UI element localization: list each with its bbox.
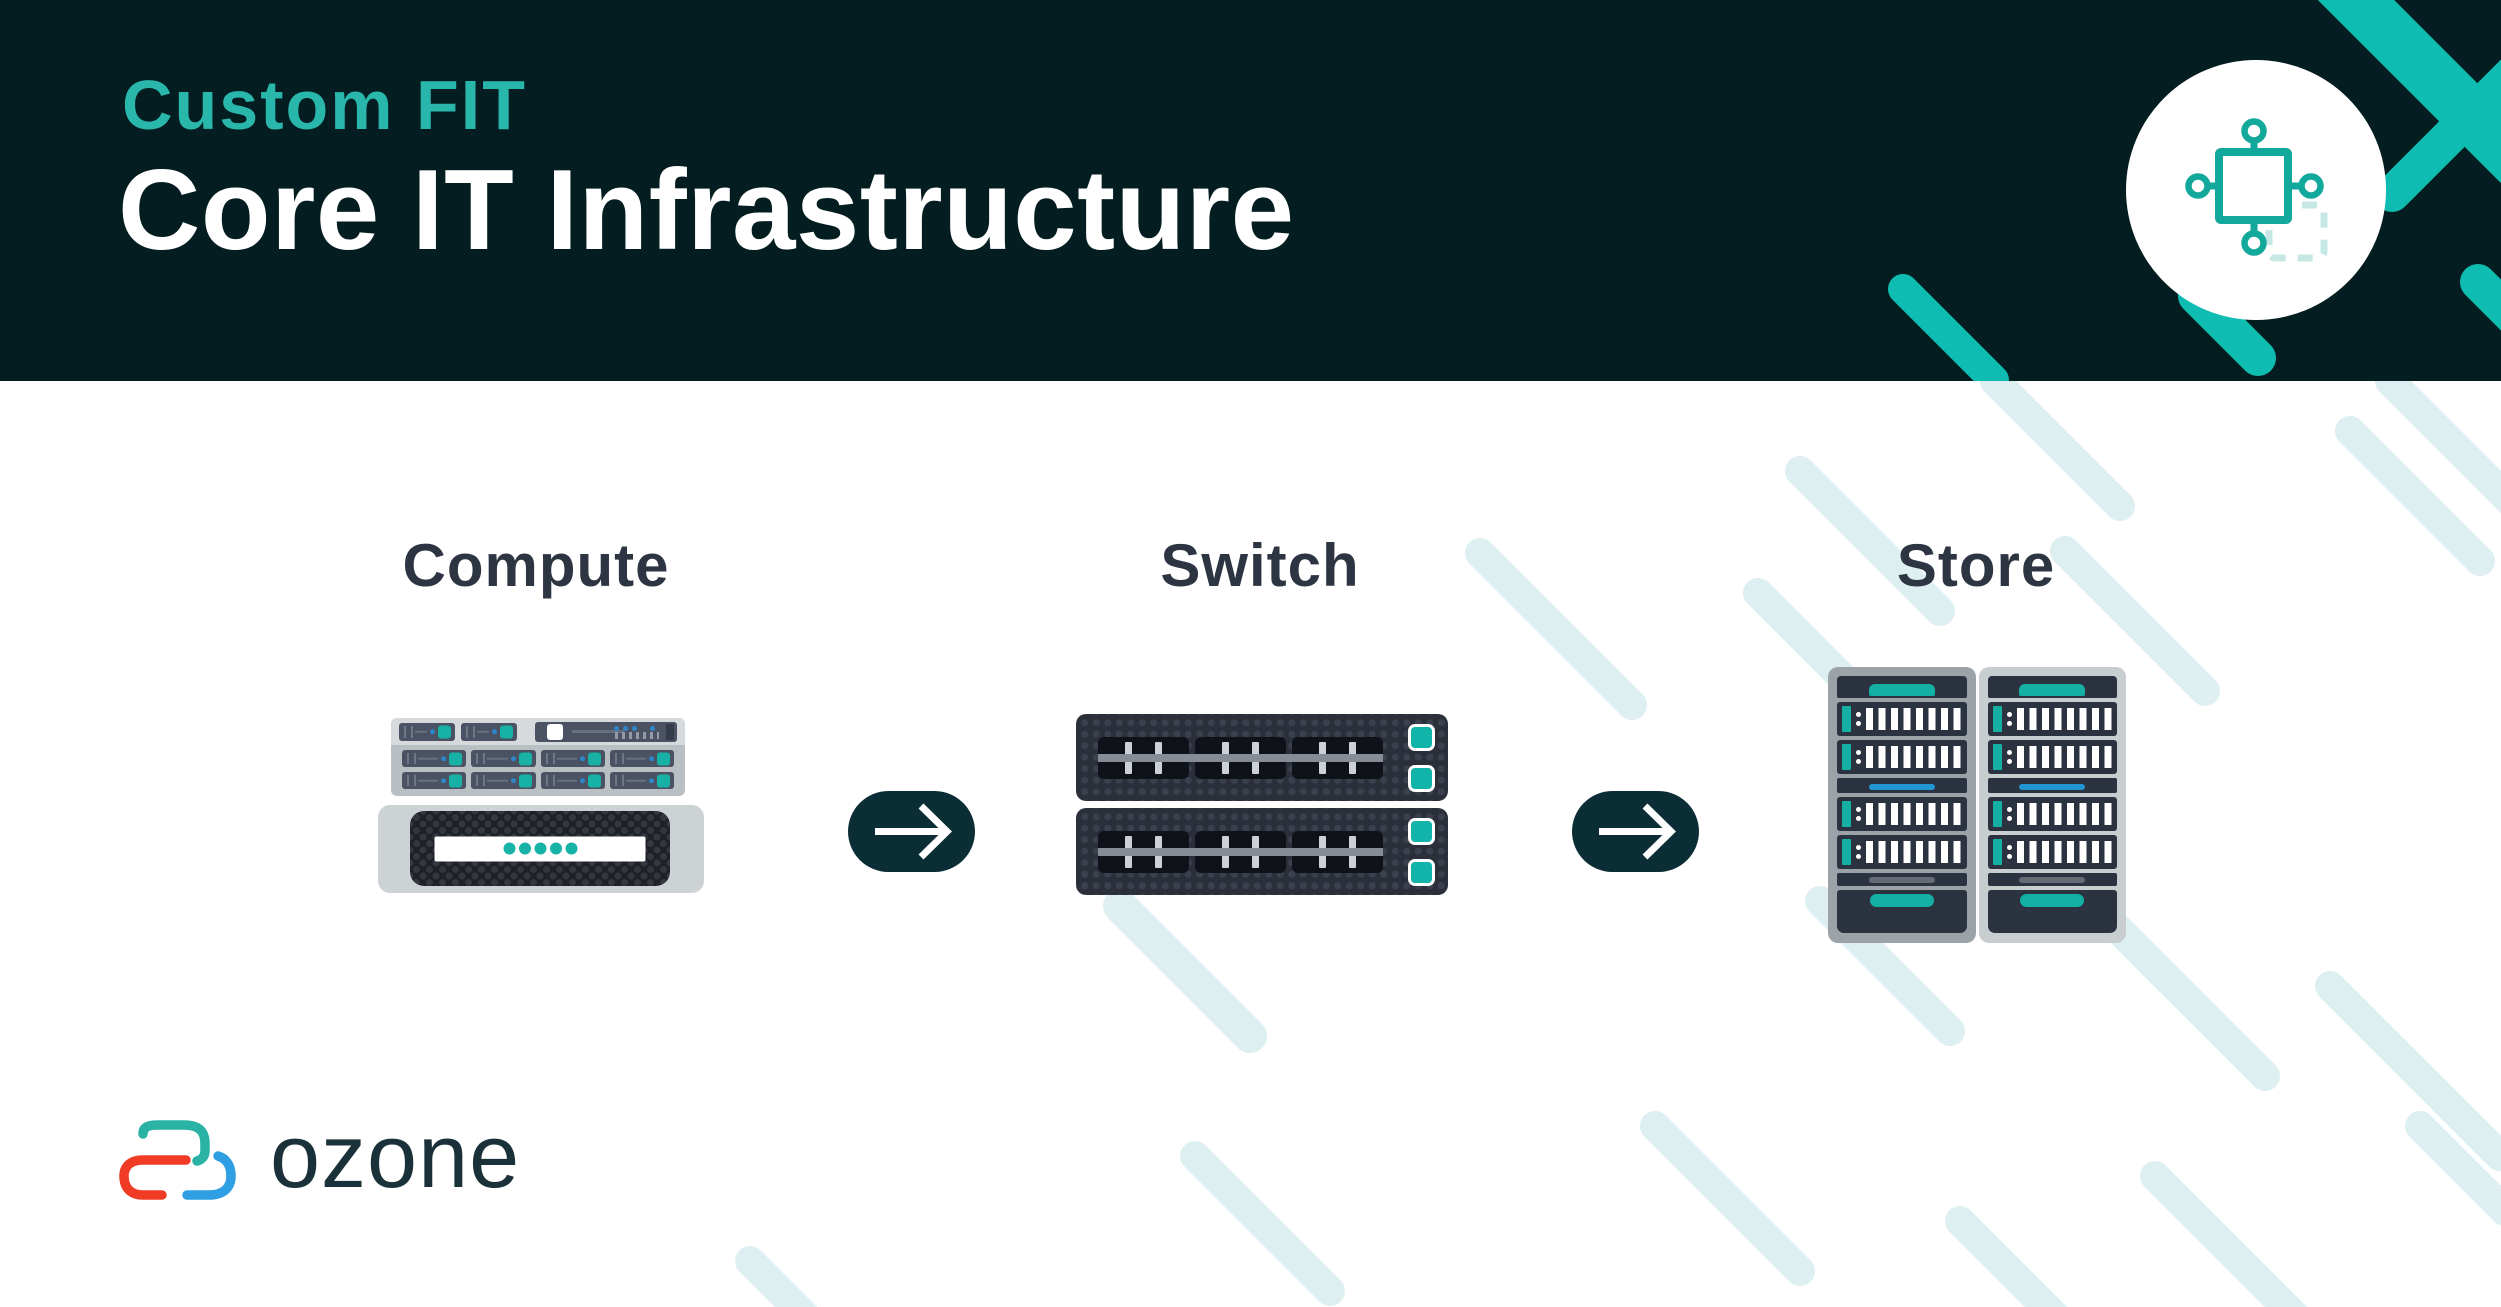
network-switch-icon — [1076, 808, 1448, 895]
drive-shelf-icon — [1987, 797, 2117, 831]
server-bay-row — [391, 772, 685, 789]
server-controller-icon — [535, 721, 677, 742]
storage-tower — [1978, 667, 2126, 943]
drive-shelf-icon — [1837, 702, 1967, 736]
status-bar — [434, 836, 646, 861]
storage-tower — [1828, 667, 1976, 943]
arrow-right-icon — [1572, 791, 1699, 872]
perforated-panel — [410, 811, 670, 886]
switch-port-line — [1098, 753, 1383, 762]
drive-bay-icon — [461, 722, 517, 741]
header-kicker: Custom FIT — [122, 66, 527, 144]
server-top-row — [391, 718, 685, 745]
drive-bay-icon — [402, 750, 467, 767]
status-chip-icon — [1408, 858, 1435, 886]
status-led-dots — [503, 842, 515, 855]
header-badge-circle — [2126, 60, 2386, 320]
arrow-right-icon — [848, 791, 975, 872]
drive-bay-icon — [540, 750, 605, 767]
server-bay-row — [391, 750, 685, 767]
drive-shelf-icon — [1987, 702, 2117, 736]
divider-blue — [1987, 778, 2117, 793]
ozone-cloud-icon — [119, 1120, 236, 1200]
drive-shelf-icon — [1837, 740, 1967, 774]
switch-status-chips — [1408, 817, 1435, 886]
drive-bay-icon — [399, 722, 455, 741]
header-banner: Custom FIT Core IT Infrastructure — [0, 0, 2501, 381]
drive-shelf-icon — [1837, 835, 1967, 869]
drive-shelf-icon — [1987, 835, 2117, 869]
storage-array-icon — [1828, 667, 2126, 943]
tower-base — [1837, 890, 1967, 933]
node-label-store: Store — [1896, 532, 2056, 599]
drive-bay-icon — [471, 750, 536, 767]
drive-bay-icon — [471, 772, 536, 789]
status-chip-icon — [1408, 764, 1435, 792]
blade-chassis-icon — [378, 805, 704, 893]
page-title: Core IT Infrastructure — [118, 147, 1295, 274]
network-switch-icon — [1076, 714, 1448, 801]
brand-logo: ozone — [112, 1112, 520, 1208]
drive-bay-icon — [402, 772, 467, 789]
network-node-icon — [2185, 118, 2328, 262]
drive-bay-icon — [609, 750, 674, 767]
drive-shelf-icon — [1837, 797, 1967, 831]
node-label-switch: Switch — [1160, 532, 1360, 599]
switch-port-line — [1098, 847, 1383, 856]
drive-bay-icon — [540, 772, 605, 789]
tower-cap — [1987, 676, 2117, 698]
node-label-compute: Compute — [402, 532, 670, 599]
rack-server-icon — [391, 718, 685, 796]
brand-logo-text: ozone — [270, 1107, 521, 1207]
divider-blue — [1837, 778, 1967, 793]
drive-bay-icon — [609, 772, 674, 789]
tower-cap — [1837, 676, 1967, 698]
status-chip-icon — [1408, 723, 1435, 751]
tower-base — [1987, 890, 2117, 933]
status-chip-icon — [1408, 817, 1435, 845]
divider-gray — [1987, 873, 2117, 886]
drive-shelf-icon — [1987, 740, 2117, 774]
switch-status-chips — [1408, 723, 1435, 792]
divider-gray — [1837, 873, 1967, 886]
